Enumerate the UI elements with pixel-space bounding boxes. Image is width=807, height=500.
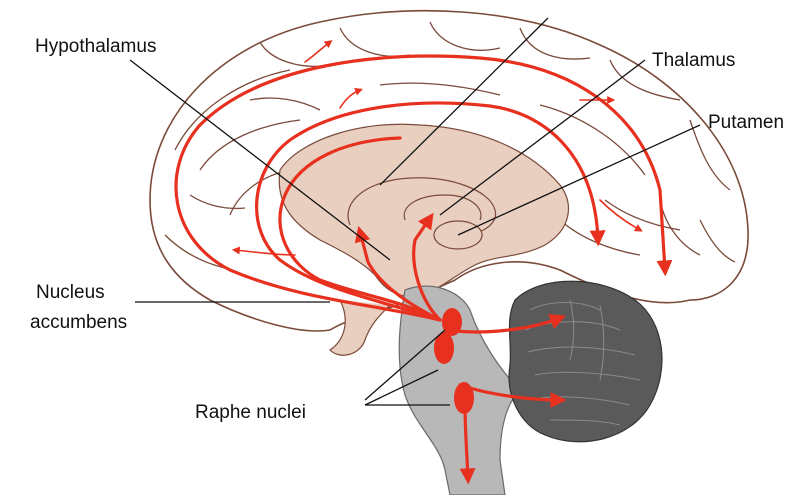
label-nucleus-accumbens-line2: accumbens [30,312,127,333]
label-nucleus-accumbens-line1: Nucleus [36,282,105,303]
raphe-nucleus-upper [442,308,462,336]
label-putamen: Putamen [708,112,784,133]
label-thalamus: Thalamus [652,50,735,71]
raphe-nucleus-lower [454,382,474,414]
label-hypothalamus: Hypothalamus [35,36,156,57]
cerebellum [509,281,662,442]
label-raphe-nuclei: Raphe nuclei [195,402,306,423]
